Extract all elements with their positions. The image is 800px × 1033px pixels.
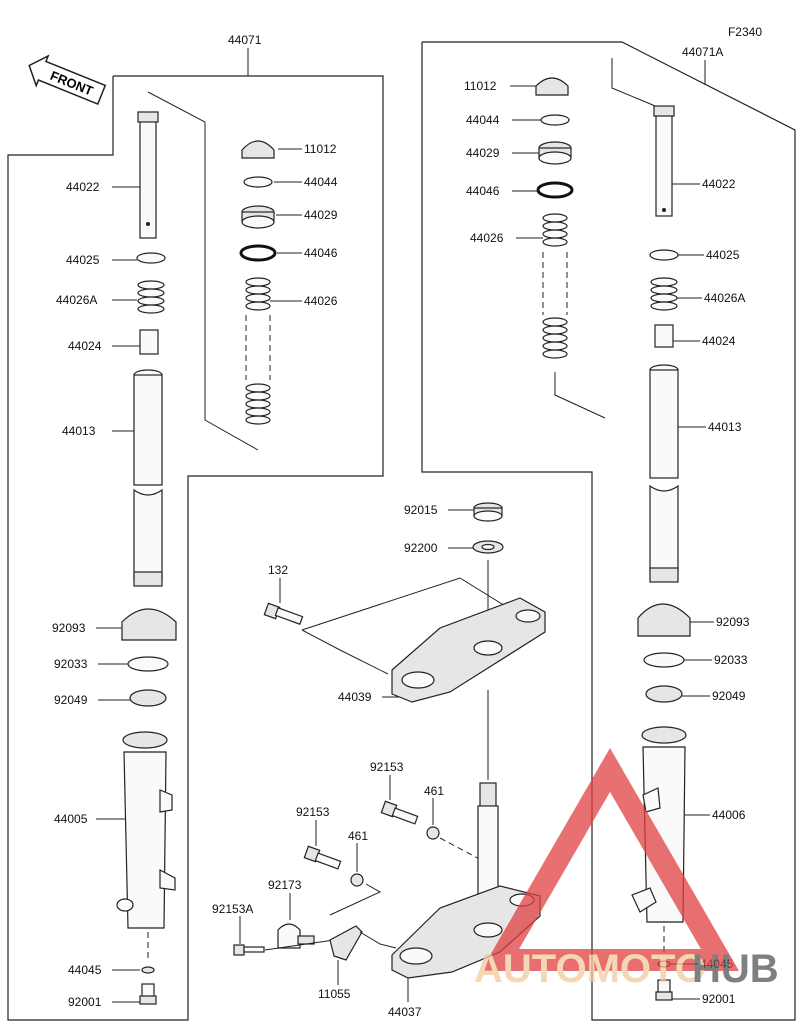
nut-92015 bbox=[473, 502, 503, 522]
label-c-92173: 92173 bbox=[268, 878, 302, 892]
label-c-132: 132 bbox=[268, 563, 288, 577]
watermark-logo: AUTOMOTO HUB bbox=[474, 748, 779, 991]
label-l-92093: 92093 bbox=[52, 621, 86, 635]
bolt-92001 bbox=[139, 983, 157, 1005]
label-c-44039: 44039 bbox=[338, 690, 372, 704]
upper-bracket bbox=[391, 597, 546, 703]
washer-92200 bbox=[472, 540, 504, 554]
label-r-92001: 92001 bbox=[702, 992, 736, 1006]
clip-92033-right bbox=[643, 652, 685, 668]
label-c-461-b: 461 bbox=[348, 829, 368, 843]
damper-rod bbox=[137, 111, 159, 239]
label-l-92049: 92049 bbox=[54, 693, 88, 707]
oil-seal-right bbox=[645, 685, 683, 703]
label-c-92015: 92015 bbox=[404, 503, 438, 517]
label-c-92153-b: 92153 bbox=[296, 805, 330, 819]
label-c-92200: 92200 bbox=[404, 541, 438, 555]
label-l-44029: 44029 bbox=[304, 208, 338, 222]
right-assembly-frame bbox=[421, 41, 796, 1021]
dust-seal bbox=[121, 608, 177, 641]
label-c-92153-a: 92153 bbox=[370, 760, 404, 774]
dust-seal-right bbox=[637, 603, 691, 637]
bolt-92153-b bbox=[303, 845, 342, 870]
oring-44046 bbox=[239, 244, 277, 262]
ring-44025-right bbox=[649, 249, 679, 261]
oil-seal bbox=[129, 689, 167, 707]
collar-44024-right bbox=[654, 324, 674, 348]
oring-44046-right bbox=[536, 181, 574, 199]
main-spring-right bbox=[542, 213, 568, 359]
label-r-92033: 92033 bbox=[714, 653, 748, 667]
bracket-11055 bbox=[329, 925, 363, 961]
label-c-11055: 11055 bbox=[318, 987, 351, 1001]
washer-461-b bbox=[350, 873, 364, 887]
cap-nut-44029-right bbox=[538, 141, 572, 165]
label-l-44026: 44026 bbox=[304, 294, 338, 308]
bolt-92001-right bbox=[655, 979, 673, 1001]
clip-92033 bbox=[127, 656, 169, 672]
clamp-92173 bbox=[277, 923, 315, 949]
label-c-44037: 44037 bbox=[388, 1005, 422, 1019]
fork-tube-right bbox=[649, 364, 679, 583]
cap-11012-right bbox=[535, 77, 569, 96]
label-r-44022: 44022 bbox=[702, 177, 736, 191]
bolt-132 bbox=[263, 602, 304, 625]
ring-44044-right bbox=[540, 114, 570, 126]
label-c-92153A: 92153A bbox=[212, 902, 253, 916]
left-assembly-frame bbox=[7, 75, 384, 1021]
cap-11012 bbox=[241, 140, 275, 159]
label-l-44025: 44025 bbox=[66, 253, 100, 267]
short-spring bbox=[137, 280, 165, 314]
label-l-44024: 44024 bbox=[68, 339, 102, 353]
label-l-92001: 92001 bbox=[68, 995, 102, 1009]
label-l-44045: 44045 bbox=[68, 963, 102, 977]
label-r-44006: 44006 bbox=[712, 808, 746, 822]
label-r-44046: 44046 bbox=[466, 184, 500, 198]
collar-44024 bbox=[139, 329, 159, 355]
label-c-461-a: 461 bbox=[424, 784, 444, 798]
bolt-92153A bbox=[233, 944, 265, 956]
short-spring-right bbox=[650, 277, 678, 311]
right-assembly-label: 44071A bbox=[682, 45, 723, 59]
label-l-44005: 44005 bbox=[54, 812, 88, 826]
label-l-92033: 92033 bbox=[54, 657, 88, 671]
label-l-44046: 44046 bbox=[304, 246, 338, 260]
front-arrow-icon: FRONT bbox=[28, 54, 107, 105]
damper-rod-right bbox=[653, 105, 675, 217]
label-r-92093: 92093 bbox=[716, 615, 750, 629]
label-r-44024: 44024 bbox=[702, 334, 736, 348]
label-r-44026A: 44026A bbox=[704, 291, 745, 305]
ring-44025 bbox=[136, 252, 166, 264]
watermark-text-a: AUTOMOTO bbox=[474, 947, 706, 991]
bolt-92153-a bbox=[380, 800, 419, 825]
ring-44044 bbox=[243, 176, 273, 188]
label-r-11012: 11012 bbox=[464, 79, 497, 93]
label-l-44022: 44022 bbox=[66, 180, 100, 194]
label-r-44026: 44026 bbox=[470, 231, 504, 245]
fork-tube bbox=[133, 369, 163, 587]
label-r-92049: 92049 bbox=[712, 689, 746, 703]
label-l-44044: 44044 bbox=[304, 175, 338, 189]
main-spring-left bbox=[245, 277, 271, 425]
washer-44045 bbox=[141, 966, 155, 974]
diagram-code: F2340 bbox=[728, 25, 762, 39]
label-r-44044: 44044 bbox=[466, 113, 500, 127]
outer-tube bbox=[116, 731, 176, 929]
label-r-44029: 44029 bbox=[466, 146, 500, 160]
label-r-44013: 44013 bbox=[708, 420, 742, 434]
cap-nut-44029 bbox=[241, 205, 275, 229]
label-l-44026A: 44026A bbox=[56, 293, 97, 307]
watermark-text-b: HUB bbox=[692, 947, 779, 991]
left-assembly-label: 44071 bbox=[228, 33, 262, 47]
label-l-44013: 44013 bbox=[62, 424, 96, 438]
label-r-44025: 44025 bbox=[706, 248, 740, 262]
label-l-11012: 11012 bbox=[304, 142, 337, 156]
washer-461-a bbox=[426, 826, 440, 840]
